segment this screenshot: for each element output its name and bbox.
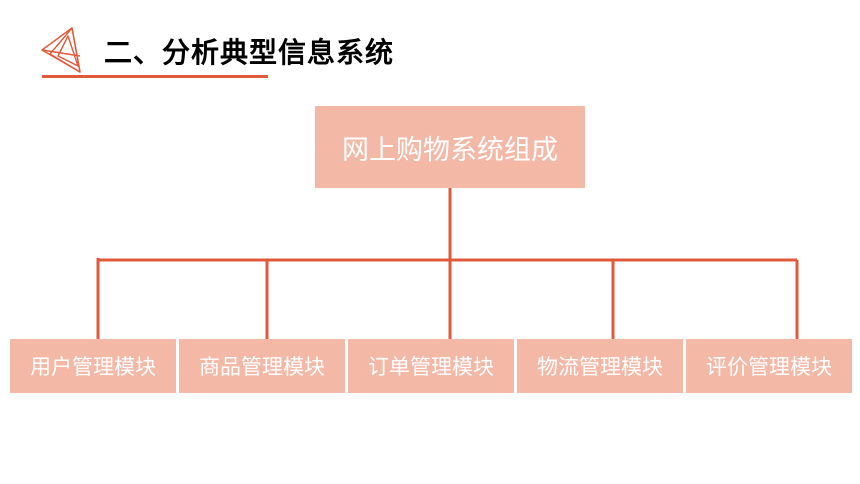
child-node-review-management: 评价管理模块 <box>686 339 852 393</box>
child-node-user-management: 用户管理模块 <box>10 339 176 393</box>
child-node-product-management: 商品管理模块 <box>179 339 345 393</box>
child-node-order-management: 订单管理模块 <box>348 339 514 393</box>
triangle-outline-icon <box>41 27 81 73</box>
page-title: 二、分析典型信息系统 <box>104 36 395 69</box>
root-node: 网上购物系统组成 <box>315 106 585 188</box>
child-node-logistics-management: 物流管理模块 <box>517 339 683 393</box>
title-underline <box>42 75 268 78</box>
